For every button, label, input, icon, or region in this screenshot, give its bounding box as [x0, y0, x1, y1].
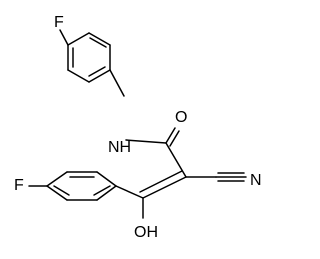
bond [96, 171, 117, 187]
bond [125, 139, 167, 144]
bond [165, 142, 187, 178]
double-bond-inner [93, 185, 111, 196]
bond [88, 32, 111, 46]
bond [46, 185, 68, 201]
structure-svg: F NH O N OH [14, 14, 262, 241]
double-bond-inner [89, 37, 107, 48]
double-bond-inner [53, 185, 70, 196]
nh-label: NH [108, 139, 131, 156]
bond [96, 185, 117, 201]
double-bond-inner [88, 66, 106, 77]
hydroxyl-label: OH [134, 224, 158, 241]
bond [67, 69, 90, 83]
fluorine-label-left: F [14, 177, 24, 194]
bond [67, 32, 90, 46]
left-fluorophenyl-ring [46, 171, 117, 201]
double-bond-inner [169, 130, 180, 147]
bond [59, 29, 69, 46]
bond [142, 176, 187, 199]
oxygen-label: O [175, 109, 187, 126]
bond [115, 185, 144, 199]
molecule-diagram: F NH O N OH [14, 14, 262, 241]
fluorine-label-top: F [54, 14, 64, 31]
bond [46, 171, 68, 187]
bond [88, 69, 111, 83]
nitrogen-label: N [250, 172, 262, 189]
bond [165, 127, 176, 144]
top-fluorophenyl-ring [67, 32, 111, 83]
bond [109, 69, 125, 97]
double-bond-inner [139, 170, 183, 193]
